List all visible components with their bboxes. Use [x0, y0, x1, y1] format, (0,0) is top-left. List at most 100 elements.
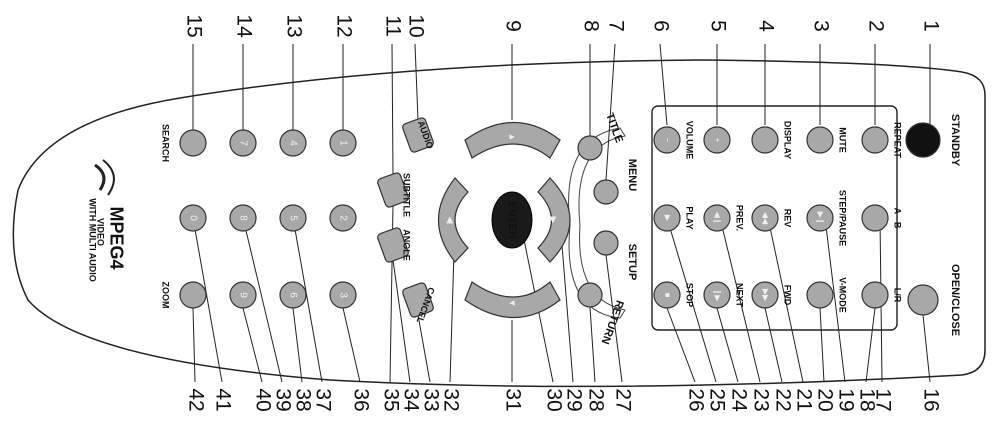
- enter-label: ENTER: [506, 201, 518, 238]
- leader-bottom-37: [292, 217, 323, 383]
- step-pause-label: STEP/PAUSE: [838, 190, 848, 246]
- up-arrow-button[interactable]: [464, 122, 561, 159]
- standby-label: STANDBY: [949, 114, 961, 167]
- callout-bottom-29: 29: [562, 388, 585, 411]
- callout-top-14: 14: [232, 14, 255, 38]
- repeat-button[interactable]: [861, 126, 889, 154]
- digit-7-button[interactable]: [229, 129, 257, 157]
- menu-button[interactable]: [593, 179, 619, 205]
- callout-bottom-16: 16: [919, 388, 942, 411]
- callout-top-10: 10: [404, 14, 427, 37]
- callout-bottom-19: 19: [834, 388, 857, 411]
- callout-top-3: 3: [809, 20, 832, 32]
- angle-button[interactable]: [377, 227, 410, 263]
- digit-5-button[interactable]: [279, 204, 307, 232]
- leader-bottom-22: [764, 307, 783, 383]
- leader-bottom-40: [242, 307, 263, 383]
- leader-bottom-41: [192, 217, 223, 383]
- down-arrow-button[interactable]: [464, 281, 561, 318]
- standby-button[interactable]: [905, 122, 941, 158]
- digit-6-button[interactable]: [279, 281, 307, 309]
- play-glyph: ▶: [663, 215, 672, 222]
- leader-bottom-26: [666, 307, 696, 383]
- fwd-button[interactable]: [751, 281, 779, 309]
- digit-3-glyph: 3: [337, 292, 348, 298]
- menu-label: MENU: [626, 159, 638, 191]
- digit-4-button[interactable]: [279, 129, 307, 157]
- callout-top-12: 12: [332, 14, 355, 37]
- stop-glyph: ■: [663, 293, 672, 298]
- step-pause-button[interactable]: [806, 204, 834, 232]
- callout-top-13: 13: [282, 14, 305, 37]
- next-button[interactable]: [703, 281, 731, 309]
- l-r-button[interactable]: [861, 281, 889, 309]
- menu-arc: [568, 127, 626, 319]
- callout-bottom-39: 39: [271, 388, 294, 411]
- play-button[interactable]: [653, 204, 681, 232]
- function-panel: [651, 105, 898, 331]
- setup-button[interactable]: [593, 230, 619, 256]
- digit-1-button[interactable]: [329, 129, 357, 157]
- digit-0-button[interactable]: [179, 204, 207, 232]
- callout-top-8: 8: [579, 20, 602, 32]
- callout-bottom-40: 40: [251, 388, 274, 411]
- return-button[interactable]: [577, 282, 603, 308]
- cancel-button[interactable]: [402, 282, 435, 318]
- callout-top-2: 2: [864, 20, 887, 32]
- volume-down-button[interactable]: [653, 126, 681, 154]
- digit-3-button[interactable]: [329, 281, 357, 309]
- digit-6-glyph: 6: [287, 292, 298, 298]
- search-button[interactable]: [179, 129, 207, 157]
- enter-button[interactable]: [491, 191, 533, 249]
- stop-button[interactable]: [653, 281, 681, 309]
- digit-9-button[interactable]: [229, 281, 257, 309]
- up-glyph: ▲: [508, 133, 518, 142]
- callout-bottom-30: 30: [542, 388, 565, 411]
- v-mode-button[interactable]: [806, 281, 834, 309]
- callout-bottom-42: 42: [184, 388, 207, 411]
- callout-bottom-21: 21: [792, 388, 815, 411]
- title-button[interactable]: [577, 135, 603, 161]
- leader-bottom-34: [392, 259, 411, 383]
- down-glyph: ▼: [508, 299, 518, 308]
- mpeg4-label: MPEG4: [106, 206, 126, 269]
- prev-button[interactable]: [703, 204, 731, 232]
- zoom-button[interactable]: [179, 281, 207, 309]
- leader-top-10: [414, 43, 419, 121]
- mute-label: MUTE: [838, 127, 848, 153]
- left-arrow-button[interactable]: [437, 177, 469, 263]
- a-b-button[interactable]: [861, 204, 889, 232]
- right-arrow-button[interactable]: [537, 177, 571, 263]
- l-r-label: L/R: [893, 288, 903, 303]
- audio-button[interactable]: [402, 117, 435, 153]
- callout-bottom-32: 32: [439, 388, 462, 411]
- digit-2-button[interactable]: [329, 204, 357, 232]
- digit-0-glyph: 0: [187, 215, 198, 221]
- digit-2-glyph: 2: [337, 215, 348, 221]
- display-button[interactable]: [751, 126, 779, 154]
- leader-bottom-24: [716, 307, 739, 383]
- fwd-label: FWD: [783, 285, 793, 306]
- callout-bottom-18: 18: [855, 388, 878, 411]
- step-pause-glyph: ▶❙: [816, 212, 825, 225]
- digit-4-glyph: 4: [287, 140, 298, 146]
- leader-bottom-16: [922, 314, 931, 383]
- leader-bottom-19: [824, 217, 846, 383]
- digit-8-button[interactable]: [229, 204, 257, 232]
- volume-up-button[interactable]: [703, 126, 731, 154]
- rev-button[interactable]: [751, 204, 779, 232]
- callout-bottom-41: 41: [211, 388, 234, 411]
- callout-bottom-33: 33: [419, 388, 442, 411]
- v-mode-label: V-MODE: [838, 277, 848, 313]
- callout-numbers: 1234567891011121314151617181920212223242…: [182, 14, 942, 412]
- leader-bottom-20: [819, 307, 825, 383]
- leader-bottom-39: [242, 217, 283, 383]
- leader-bottom-27: [605, 254, 623, 383]
- callout-top-6: 6: [649, 20, 672, 32]
- prev-glyph: ◀❙: [713, 212, 722, 225]
- setup-label: SETUP: [626, 244, 638, 281]
- mute-button[interactable]: [806, 126, 834, 154]
- open-close-button[interactable]: [907, 284, 939, 316]
- subtitle-button[interactable]: [377, 172, 410, 208]
